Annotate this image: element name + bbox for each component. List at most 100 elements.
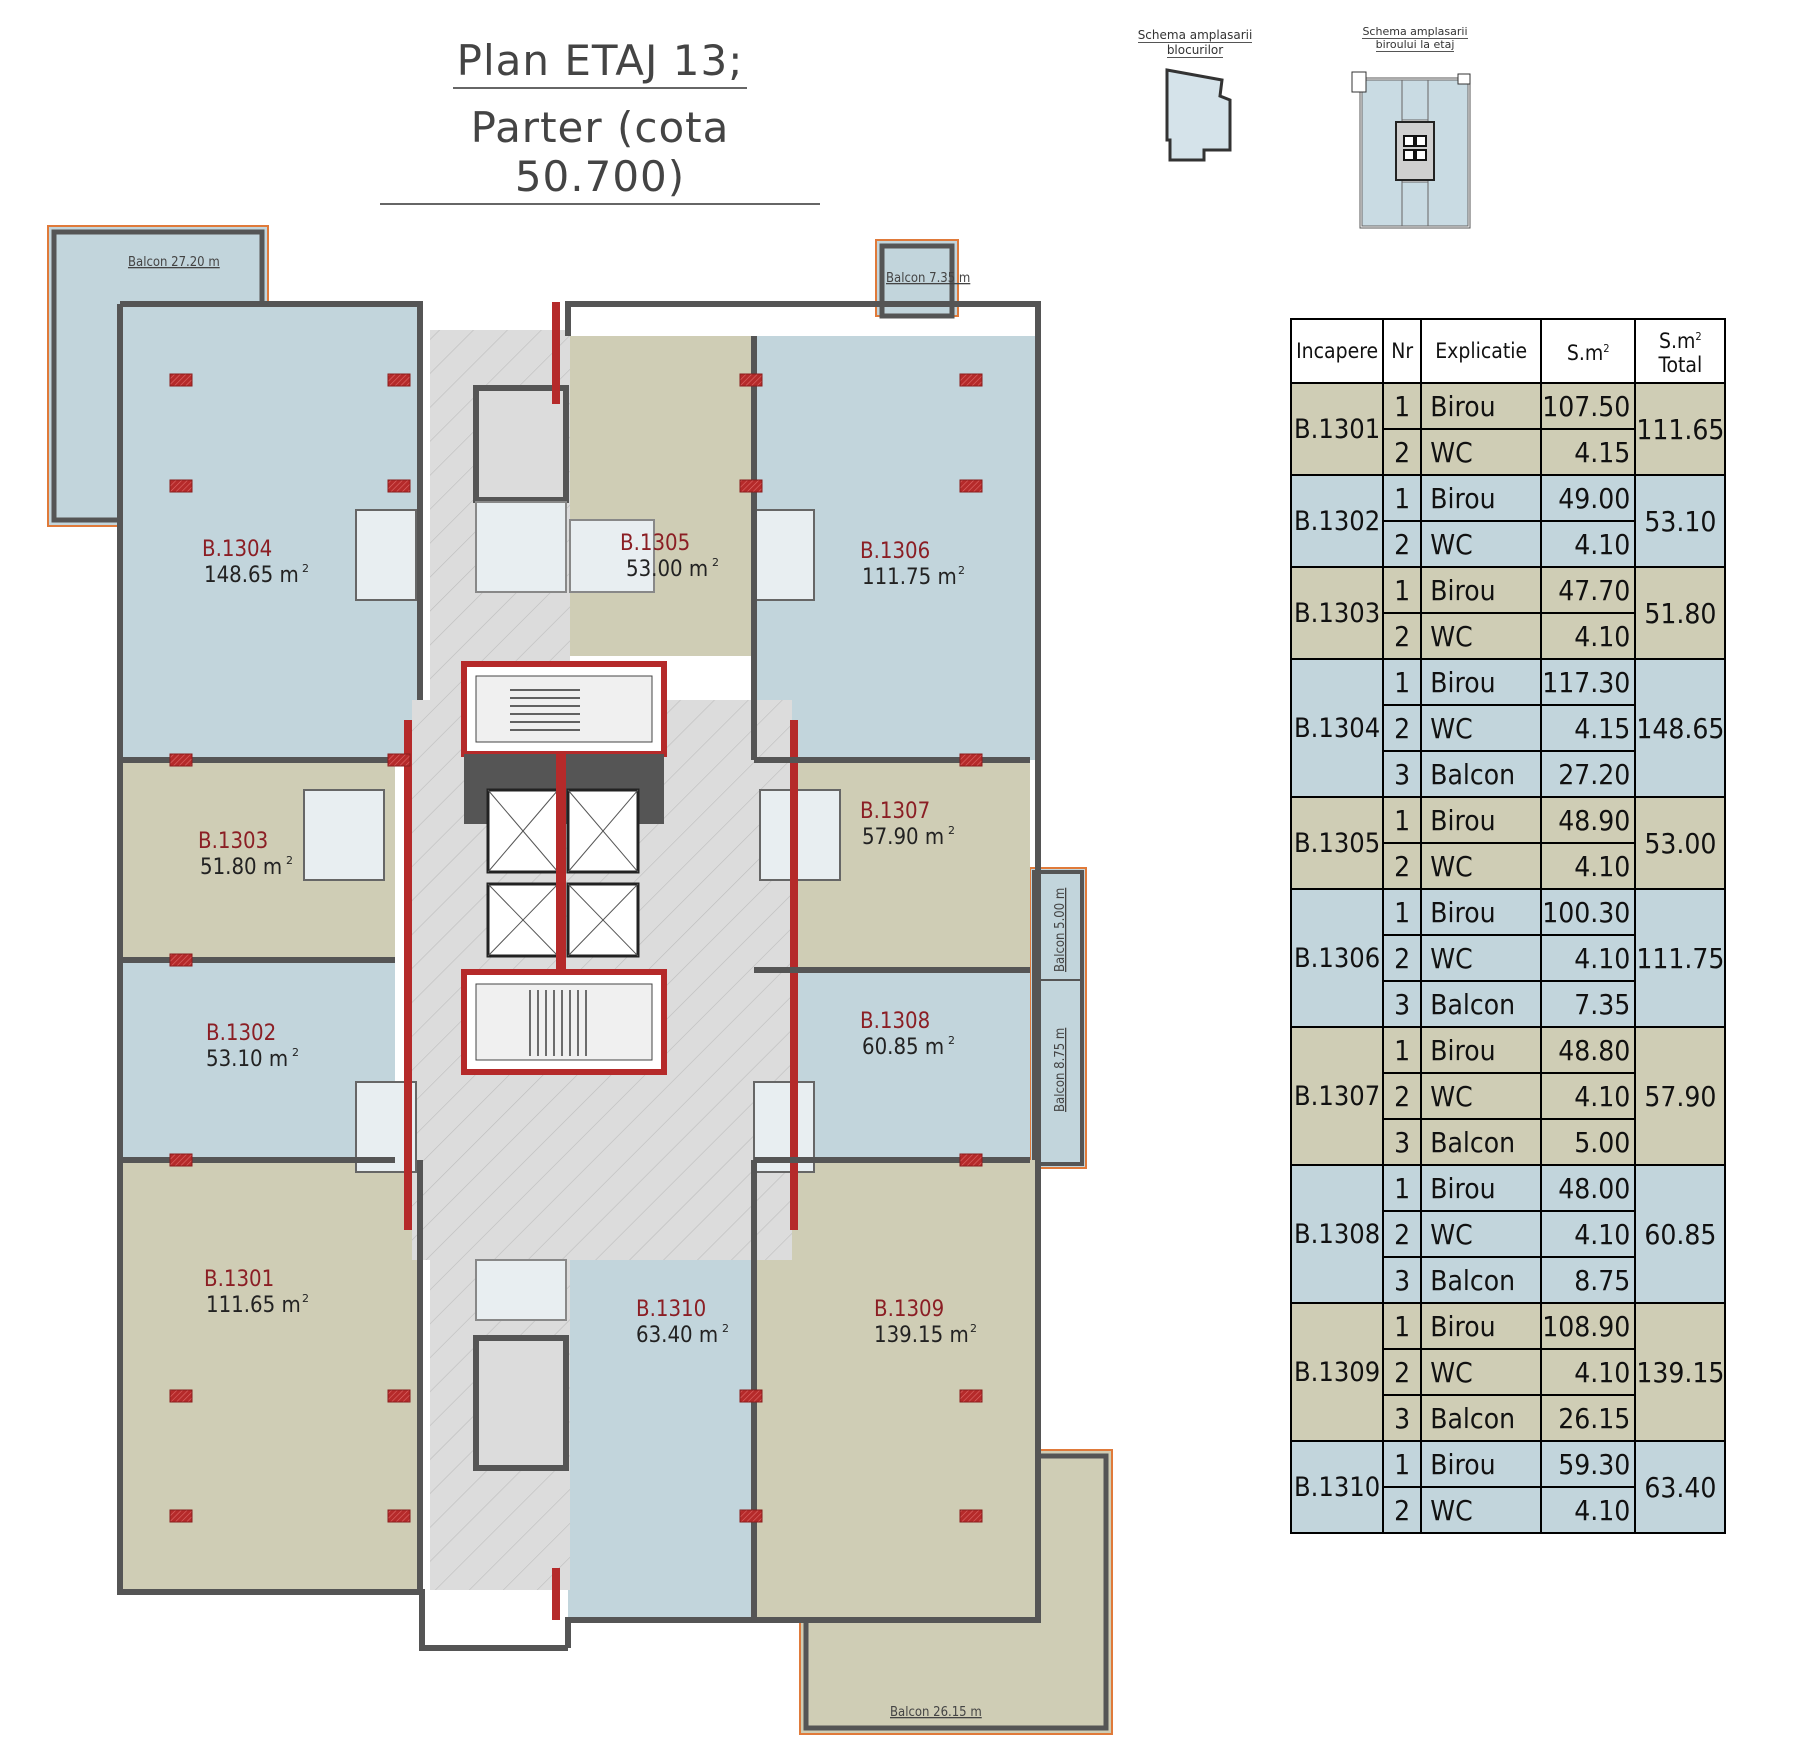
balcony-label-8: Balcon 8.75 m	[1053, 1028, 1068, 1112]
cell-explicatie: WC	[1420, 934, 1543, 982]
cell-nr: 3	[1382, 980, 1423, 1028]
room-label-b1301: B.1301	[204, 1267, 274, 1292]
cell-explicatie: Birou	[1420, 566, 1543, 614]
cell-sm: 26.15	[1540, 1394, 1637, 1442]
sup-b1302: 2	[292, 1046, 299, 1059]
sup-b1303: 2	[286, 854, 293, 867]
cell-sm: 8.75	[1540, 1256, 1637, 1304]
cell-sm: 100.30	[1540, 888, 1637, 936]
room-area-b1301: 111.65 m	[206, 1293, 301, 1318]
cell-explicatie: Balcon	[1420, 1118, 1543, 1166]
cell-sm: 4.10	[1540, 1072, 1637, 1120]
cell-sm: 4.10	[1540, 612, 1637, 660]
th-nr: Nr	[1382, 318, 1423, 384]
cell-nr: 1	[1382, 566, 1423, 614]
room-label-b1310: B.1310	[636, 1297, 706, 1322]
room-label-b1307: B.1307	[860, 799, 930, 824]
cell-sm: 27.20	[1540, 750, 1637, 798]
room-label-b1306: B.1306	[860, 539, 930, 564]
cell-nr: 3	[1382, 1118, 1423, 1166]
room-area-b1307: 57.90 m	[862, 825, 944, 850]
cell-nr: 2	[1382, 428, 1423, 476]
room-b1301-fill	[120, 1160, 420, 1590]
room-b1309-fill	[754, 1160, 1038, 1620]
balcony-label-27: Balcon 27.20 m	[128, 255, 220, 270]
cell-nr: 1	[1382, 888, 1423, 936]
room-b1302-fill	[120, 960, 395, 1160]
cell-sm: 4.10	[1540, 1210, 1637, 1258]
cell-sm: 107.50	[1540, 382, 1637, 430]
sup-b1306: 2	[958, 564, 965, 577]
room-b1305-fill	[568, 336, 754, 656]
room-area-b1310: 63.40 m	[636, 1323, 718, 1348]
cell-sm: 49.00	[1540, 474, 1637, 522]
balcony-label-7: Balcon 7.35 m	[886, 271, 970, 286]
core-shear-walls	[404, 302, 798, 1620]
cell-explicatie: WC	[1420, 1072, 1543, 1120]
cell-total: 148.65	[1634, 658, 1727, 798]
cell-sm: 48.80	[1540, 1026, 1637, 1074]
cell-explicatie: Birou	[1420, 382, 1543, 430]
central-core	[461, 661, 667, 1075]
room-label-b1304: B.1304	[202, 537, 272, 562]
th-incapere: Incapere	[1289, 318, 1385, 384]
cell-sm: 5.00	[1540, 1118, 1637, 1166]
sup-b1310: 2	[722, 1322, 729, 1335]
cell-sm: 7.35	[1540, 980, 1637, 1028]
cell-nr: 2	[1382, 704, 1423, 752]
cell-total: 57.90	[1634, 1026, 1727, 1166]
cell-explicatie: Birou	[1420, 1302, 1543, 1350]
cell-sm: 4.10	[1540, 1348, 1637, 1396]
cell-explicatie: WC	[1420, 1348, 1543, 1396]
th-explicatie: Explicatie	[1420, 318, 1543, 384]
room-area-b1304: 148.65 m	[204, 563, 299, 588]
cell-sm: 4.10	[1540, 520, 1637, 568]
room-label-b1309: B.1309	[874, 1297, 944, 1322]
north-stair-shaft	[473, 385, 569, 503]
cell-explicatie: Birou	[1420, 796, 1543, 844]
room-area-b1303: 51.80 m	[200, 855, 282, 880]
cell-explicatie: WC	[1420, 704, 1543, 752]
cell-explicatie: Balcon	[1420, 750, 1543, 798]
cell-explicatie: Birou	[1420, 1440, 1543, 1488]
room-area-b1308: 60.85 m	[862, 1035, 944, 1060]
sup-b1309: 2	[970, 1322, 977, 1335]
cell-nr: 1	[1382, 796, 1423, 844]
balcony-label-26: Balcon 26.15 m	[890, 1705, 982, 1720]
south-wc-block	[475, 1259, 567, 1321]
cell-total: 53.00	[1634, 796, 1727, 890]
sup-b1308: 2	[948, 1034, 955, 1047]
room-area-b1302: 53.10 m	[206, 1047, 288, 1072]
structural-columns	[169, 373, 983, 1523]
cell-incapere: B.1306	[1289, 888, 1385, 1028]
cell-total: 139.15	[1634, 1302, 1727, 1442]
schema-office-thumbnail	[1351, 71, 1471, 229]
schema-office-caption-1: Schema amplasarii	[1362, 25, 1468, 39]
room-area-b1309: 139.15 m	[874, 1323, 969, 1348]
cell-explicatie: Birou	[1420, 474, 1543, 522]
room-label-b1302: B.1302	[206, 1021, 276, 1046]
balcony-label-5: Balcon 5.00 m	[1053, 888, 1068, 972]
cell-incapere: B.1302	[1289, 474, 1385, 568]
schema-blocks-caption-2: blocurilor	[1166, 43, 1224, 58]
cell-explicatie: WC	[1420, 1486, 1543, 1534]
schema-blocks: Schema amplasarii blocurilor	[1120, 28, 1270, 171]
cell-explicatie: WC	[1420, 612, 1543, 660]
